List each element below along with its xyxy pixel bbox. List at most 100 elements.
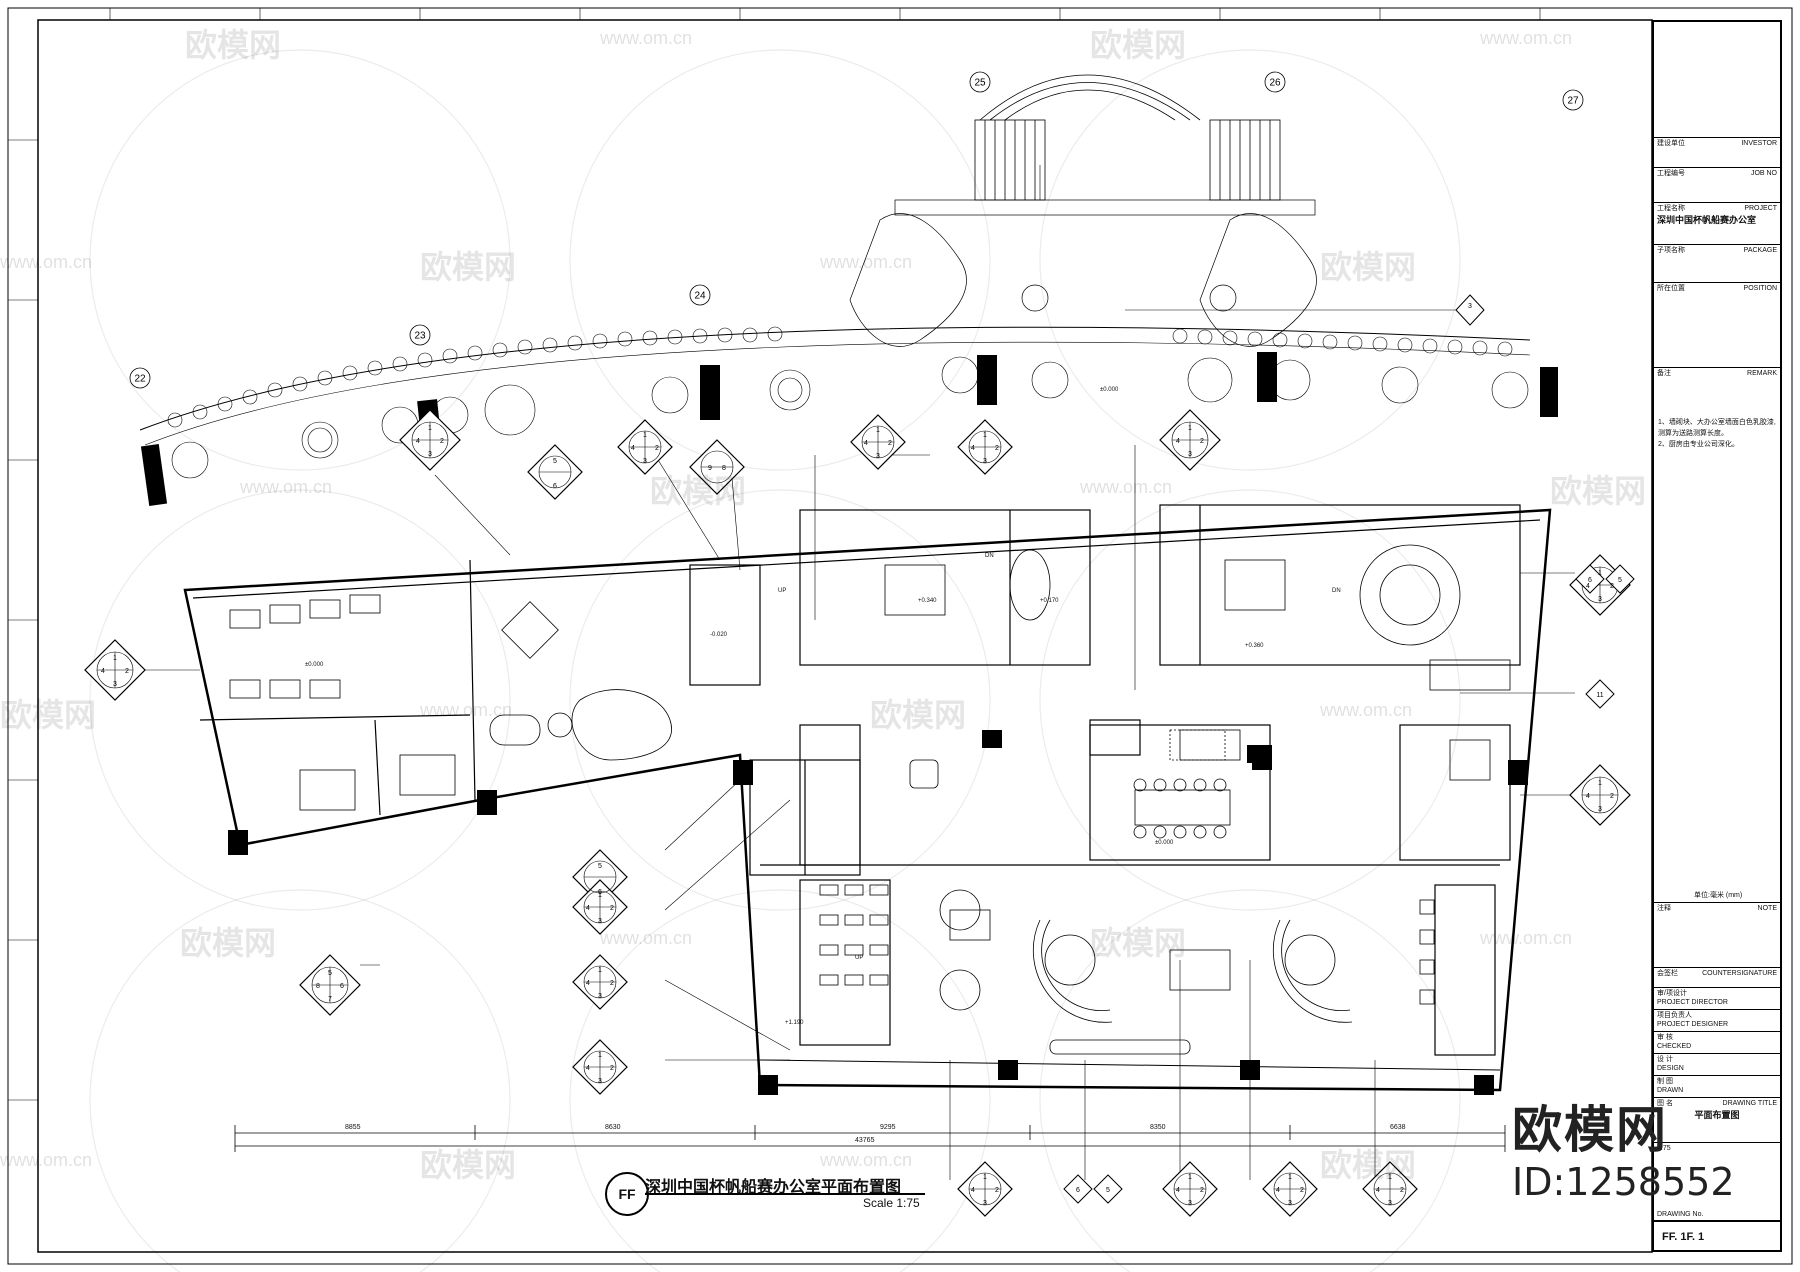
title-block-row: 审 核 CHECKED <box>1654 1031 1780 1053</box>
title-block-row: 工程编号 JOB NO <box>1654 167 1780 197</box>
row-label-en: JOB NO <box>1750 170 1777 177</box>
row-label-cn: 工程名称 <box>1657 205 1685 212</box>
svg-text:4: 4 <box>1276 1187 1280 1194</box>
svg-text:2: 2 <box>610 980 614 987</box>
svg-text:1: 1 <box>1288 1174 1292 1181</box>
row-label-cn: 工程编号 <box>1657 170 1685 177</box>
watermark-brand: 欧模网 <box>0 696 97 734</box>
svg-text:5: 5 <box>598 863 602 870</box>
svg-text:1: 1 <box>1188 1174 1192 1181</box>
svg-text:3: 3 <box>1598 806 1602 813</box>
svg-text:2: 2 <box>888 440 892 447</box>
svg-text:2: 2 <box>1610 583 1614 590</box>
svg-text:4: 4 <box>1176 1187 1180 1194</box>
watermark-url: www.om.cn <box>1080 477 1173 497</box>
svg-text:11: 11 <box>1596 692 1603 699</box>
remark-notes: 1、墙砌块、大办公室墙面白色乳胶漆, 测算为送路测算长度。 2、厨房由专业公司深… <box>1658 417 1778 450</box>
svg-text:3: 3 <box>1188 451 1192 458</box>
watermark-brand: 欧模网 <box>870 696 967 734</box>
watermark-brand: 欧模网 <box>1320 248 1417 286</box>
direction-label: DN <box>1332 588 1341 594</box>
scale-value: 1:75 <box>1657 1145 1671 1152</box>
watermark-url: www.om.cn <box>820 1150 913 1170</box>
svg-text:3: 3 <box>598 1078 602 1085</box>
row-label-en: PROJECT DIRECTOR <box>1657 999 1728 1006</box>
svg-text:7: 7 <box>328 996 332 1003</box>
svg-text:1: 1 <box>598 892 602 899</box>
title-block-row: 1:75 <box>1654 1142 1780 1192</box>
row-label-en: REMARK <box>1747 370 1777 377</box>
svg-text:3: 3 <box>876 453 880 460</box>
title-block-row: 制 图 DRAWN <box>1654 1075 1780 1097</box>
svg-text:2: 2 <box>610 905 614 912</box>
svg-text:2: 2 <box>1610 793 1614 800</box>
svg-text:3: 3 <box>1288 1200 1292 1207</box>
watermark-url: www.om.cn <box>1320 700 1413 720</box>
row-label-en: DRAWING TITLE <box>1722 1100 1777 1107</box>
svg-text:1: 1 <box>983 1174 987 1181</box>
watermark-url: www.om.cn <box>600 928 693 948</box>
svg-text:4: 4 <box>586 905 590 912</box>
dimension-label: 8630 <box>605 1124 621 1131</box>
svg-text:2: 2 <box>125 668 129 675</box>
svg-text:6: 6 <box>1588 577 1592 584</box>
svg-text:4: 4 <box>864 440 868 447</box>
drawing-number-box: DRAWING No. FF. 1F. 1 <box>1654 1211 1780 1250</box>
svg-text:3: 3 <box>983 458 987 465</box>
row-label-cn: 建设单位 <box>1657 140 1685 147</box>
row-label-en: PACKAGE <box>1743 247 1777 254</box>
note-line: 2、厨房由专业公司深化。 <box>1658 441 1739 448</box>
svg-text:3: 3 <box>1388 1200 1392 1207</box>
row-label-cn: 所在位置 <box>1657 285 1685 292</box>
svg-text:3: 3 <box>1598 596 1602 603</box>
watermark-url: www.om.cn <box>820 252 913 272</box>
svg-text:3: 3 <box>428 451 432 458</box>
direction-label: DN <box>985 553 994 559</box>
svg-text:5: 5 <box>1618 577 1622 584</box>
row-label-en: PROJECT <box>1744 205 1777 212</box>
svg-text:6: 6 <box>598 889 602 896</box>
title-block-row: 工程名称 PROJECT 深圳中国杯帆船赛办公室 <box>1654 202 1780 242</box>
svg-text:3: 3 <box>643 458 647 465</box>
row-label-cn: 审 核 <box>1657 1034 1673 1041</box>
svg-text:1: 1 <box>598 1052 602 1059</box>
svg-text:3: 3 <box>598 993 602 1000</box>
watermark-brand: 欧模网 <box>185 26 282 64</box>
note-line: 1、墙砌块、大办公室墙面白色乳胶漆, <box>1658 419 1776 426</box>
svg-text:5: 5 <box>553 458 557 465</box>
title-block-row: 备注 REMARK <box>1654 367 1780 407</box>
row-label-cn: 会签栏 <box>1657 970 1678 977</box>
svg-text:1: 1 <box>428 425 432 432</box>
title-underline <box>645 1193 925 1195</box>
svg-text:8: 8 <box>316 983 320 990</box>
row-label-cn: 注释 <box>1657 905 1671 912</box>
svg-text:4: 4 <box>971 445 975 452</box>
drawing-title-short: 平面布置图 <box>1694 1110 1740 1120</box>
svg-text:1: 1 <box>983 432 987 439</box>
svg-text:4: 4 <box>586 1065 590 1072</box>
svg-text:3: 3 <box>598 918 602 925</box>
title-block: 建设单位 INVESTOR 工程编号 JOB NO 工程名称 PROJECT 深… <box>1652 20 1782 1252</box>
row-label-cn: 审/项设计 <box>1657 990 1687 997</box>
svg-text:2: 2 <box>995 1187 999 1194</box>
row-label-cn: 图 名 <box>1657 1100 1673 1107</box>
dimension-label: 9295 <box>880 1124 896 1131</box>
row-label-en: POSITION <box>1743 285 1777 292</box>
svg-text:1: 1 <box>876 427 880 434</box>
drawing-number-label: DRAWING No. <box>1657 1211 1704 1218</box>
svg-text:4: 4 <box>1376 1187 1380 1194</box>
row-label-en: DRAWN <box>1657 1087 1684 1094</box>
watermark-url: www.om.cn <box>0 1150 93 1170</box>
watermark-brand: 欧模网 <box>1320 1146 1417 1184</box>
watermark-brand: 欧模网 <box>1090 26 1187 64</box>
svg-text:3: 3 <box>113 681 117 688</box>
svg-text:2: 2 <box>1400 1187 1404 1194</box>
title-block-row: 所在位置 POSITION <box>1654 282 1780 362</box>
watermark-brand: 欧模网 <box>1090 924 1187 962</box>
svg-text:3: 3 <box>983 1200 987 1207</box>
elevation-label: +0.340 <box>918 598 937 604</box>
elevation-label: ±0.000 <box>1100 387 1119 393</box>
row-label-en: NOTE <box>1757 905 1777 912</box>
